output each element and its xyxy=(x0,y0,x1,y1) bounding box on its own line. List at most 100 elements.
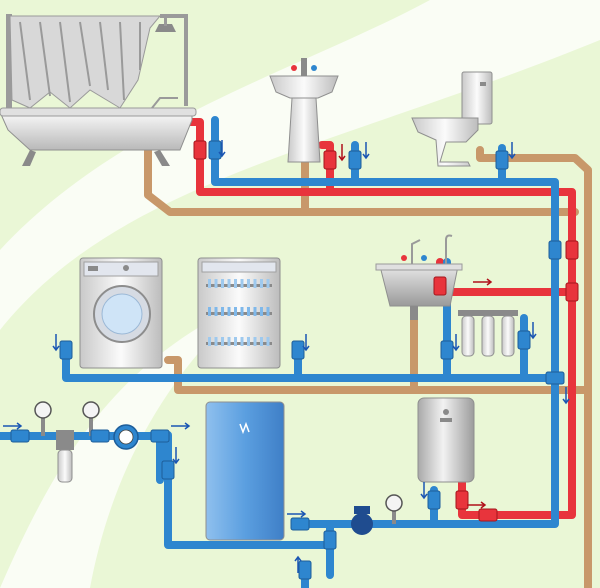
bathtub xyxy=(0,14,197,166)
pump-motor-icon xyxy=(354,506,370,514)
filtered-water-tap-icon xyxy=(445,234,453,264)
dish xyxy=(260,279,263,288)
dish-rack-top xyxy=(206,284,272,287)
flush-button-icon xyxy=(480,82,486,86)
sink-pedestal xyxy=(287,97,321,163)
pipe-valve xyxy=(161,460,175,480)
tank-logo xyxy=(239,421,250,435)
water-heater-body xyxy=(417,397,475,483)
hot-tap-icon xyxy=(291,65,297,71)
sink-faucet-icon xyxy=(301,58,307,76)
storage-tank xyxy=(205,401,285,541)
flow-arrow-icon xyxy=(294,555,302,573)
dish xyxy=(247,337,250,346)
dish xyxy=(208,279,211,288)
hot-tap-icon xyxy=(401,255,407,261)
filter-cartridge xyxy=(481,315,495,357)
dish xyxy=(240,307,244,316)
pipe-valve xyxy=(495,150,509,170)
main-filter-housing xyxy=(57,449,73,483)
pipe-valve xyxy=(455,490,469,510)
flow-arrows xyxy=(3,140,570,573)
gauge-stem xyxy=(41,414,45,436)
pipe-valve xyxy=(348,150,362,170)
pipe-valve xyxy=(290,517,310,531)
flow-arrow-icon xyxy=(172,447,180,465)
pipe-valve xyxy=(433,276,447,296)
circulation-pump xyxy=(351,494,403,535)
pipe-valve xyxy=(548,240,562,260)
flow-arrow-icon xyxy=(452,334,460,352)
flow-arrow-icon xyxy=(508,142,516,160)
bathtub-rim xyxy=(0,107,197,117)
water-inlet-assembly xyxy=(34,401,139,483)
washer-control-panel xyxy=(83,261,159,277)
valves xyxy=(10,140,579,580)
washing-machine xyxy=(79,257,163,369)
toilet xyxy=(411,71,493,167)
shower-pole xyxy=(6,14,12,122)
pipe-valve xyxy=(478,508,498,522)
dish xyxy=(234,307,237,316)
dish xyxy=(221,337,224,346)
water-heater xyxy=(417,397,475,483)
dishwasher xyxy=(197,257,281,369)
pipe-valve xyxy=(150,429,170,443)
dish xyxy=(266,337,270,346)
flow-arrow-icon xyxy=(362,142,370,160)
dish xyxy=(253,307,257,316)
pipe-valve xyxy=(427,490,441,510)
toilet-bowl xyxy=(411,117,479,167)
drain-pipe-upper xyxy=(144,146,579,216)
storage-tank-body xyxy=(205,401,285,541)
pressure-gauge-icon xyxy=(82,401,100,419)
filter-cartridge xyxy=(461,315,475,357)
dish xyxy=(227,279,231,288)
main-filter-head xyxy=(56,430,74,450)
dish xyxy=(260,337,263,346)
heater-thermostat-icon xyxy=(440,418,452,422)
kitchen-faucet-icon xyxy=(411,239,421,264)
bath-faucet-icon xyxy=(151,97,178,109)
kitchen-sink xyxy=(375,234,463,320)
dish xyxy=(234,337,237,346)
dish xyxy=(260,307,263,316)
pipe-valve xyxy=(565,240,579,260)
cold-water-riser xyxy=(211,116,559,528)
washer-drum-icon xyxy=(101,293,143,335)
dish xyxy=(266,307,270,316)
hot-water-main xyxy=(184,118,576,519)
dish xyxy=(214,337,218,346)
drain-pipe-riser xyxy=(476,146,592,588)
dishwasher-control-panel xyxy=(201,261,277,273)
toilet-tank xyxy=(461,71,493,125)
dish-rack-middle xyxy=(206,312,272,315)
dish xyxy=(247,307,250,316)
dish xyxy=(253,337,257,346)
pipe-valve xyxy=(10,429,30,443)
dish xyxy=(221,279,224,288)
pipe-valve xyxy=(90,429,110,443)
dish xyxy=(234,279,237,288)
water-meter-dial xyxy=(118,429,134,445)
curtain-folds xyxy=(19,21,141,103)
pressure-gauge-icon xyxy=(34,401,52,419)
flow-arrow-icon xyxy=(473,278,493,286)
cold-tap-icon xyxy=(311,65,317,71)
gauge-stem xyxy=(392,508,396,524)
dish xyxy=(253,279,257,288)
shower-riser xyxy=(184,14,188,106)
pipe-valve xyxy=(545,371,565,385)
bathtub-foot xyxy=(154,150,170,166)
pipe-valve xyxy=(298,560,312,580)
sink-basin xyxy=(269,75,339,99)
dish xyxy=(227,337,231,346)
dish xyxy=(266,279,270,288)
filter-cartridge xyxy=(501,315,515,357)
gauge-stem xyxy=(89,414,93,436)
flow-arrow-icon xyxy=(302,334,310,352)
flow-arrow-icon xyxy=(287,510,307,518)
dish xyxy=(247,279,250,288)
drain-pipes xyxy=(144,146,592,588)
